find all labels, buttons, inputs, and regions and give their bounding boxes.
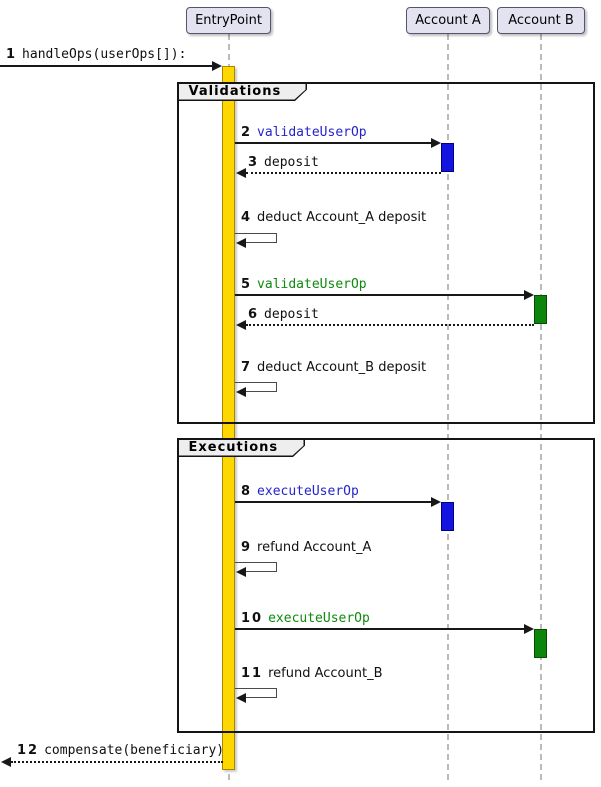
message-1-label: 1 handleOps(userOps[]): [6,47,186,63]
message-9-self-top [235,562,277,563]
message-7-self-bottom [246,391,277,392]
message-2-text: validateUserOp [257,125,367,140]
message-6-number: 6 [248,307,260,322]
message-7-arrowhead-icon [236,387,246,397]
frame-executions-label: Executions [177,438,305,457]
message-9-self-vert [276,562,277,572]
message-4-text: deduct Account_A deposit [257,210,427,225]
message-9-arrowhead-icon [236,567,246,577]
message-10-number: 10 [241,611,264,626]
message-12-number: 12 [17,743,40,758]
message-6-arrowhead-icon [236,320,246,330]
message-4-label: 4 deduct Account_A deposit [241,210,426,226]
message-7-label: 7 deduct Account_B deposit [241,360,426,376]
message-10-text: executeUserOp [268,611,370,626]
lifeline-account-b [540,34,542,780]
message-8-number: 8 [241,484,253,499]
activation-entrypoint [222,66,235,770]
message-2-label: 2 validateUserOp [241,125,367,141]
message-4-self-top [235,233,277,234]
message-2-arrowhead-icon [431,138,441,148]
message-4-arrowhead-icon [236,238,246,248]
message-6-text: deposit [264,307,319,322]
message-12-text: compensate(beneficiary) [44,743,225,758]
message-9-label: 9 refund Account_A [241,540,371,556]
message-5-label: 5 validateUserOp [241,277,367,293]
message-3-number: 3 [248,155,260,170]
message-11-label: 11 refund Account_B [241,666,383,682]
message-12-label: 12 compensate(beneficiary) [17,743,224,759]
message-7-self-top [235,382,277,383]
message-7-number: 7 [241,360,253,375]
message-12-arrow [11,761,223,763]
message-3-arrowhead-icon [236,168,246,178]
message-8-arrow [235,501,431,503]
message-11-self-bottom [246,697,277,698]
message-9-text: refund Account_A [257,540,372,555]
message-4-self-vert [276,233,277,243]
message-11-number: 11 [241,666,264,681]
frame-validations-label: Validations [177,82,307,101]
message-11-self-top [235,688,277,689]
message-11-text: refund Account_B [268,666,383,681]
activation-account-a-execute [441,502,454,531]
message-9-self-bottom [246,571,277,572]
message-11-arrowhead-icon [236,693,246,703]
message-10-arrowhead-icon [524,624,534,634]
message-6-label: 6 deposit [248,307,319,323]
message-10-arrow [235,628,524,630]
message-5-number: 5 [241,277,253,292]
message-3-arrow [246,172,441,174]
message-8-arrowhead-icon [431,497,441,507]
message-6-arrow [246,324,534,326]
frame-validations-title: Validations [179,84,306,100]
message-2-number: 2 [241,125,253,140]
frame-executions [177,438,595,733]
participant-entrypoint: EntryPoint [186,7,271,34]
message-8-label: 8 executeUserOp [241,484,359,500]
participant-account-b-label: Account B [508,13,574,28]
message-1-arrowhead-icon [212,61,222,71]
activation-account-b-execute [534,629,547,658]
message-1-number: 1 [6,47,18,62]
message-12-arrowhead-icon [1,757,11,767]
participant-entrypoint-label: EntryPoint [195,13,262,28]
message-11-self-vert [276,688,277,698]
message-5-arrow [235,294,524,296]
lifeline-account-a [447,34,449,780]
activation-account-a-validate [441,143,454,172]
message-3-text: deposit [264,155,319,170]
message-5-arrowhead-icon [524,290,534,300]
participant-account-b: Account B [497,7,585,34]
message-8-text: executeUserOp [257,484,359,499]
activation-account-b-validate [534,295,547,324]
message-2-arrow [235,142,431,144]
message-7-text: deduct Account_B deposit [257,360,427,375]
frame-validations [177,82,595,424]
participant-account-a-label: Account A [415,13,481,28]
message-1-text: handleOps(userOps[]): [22,47,187,62]
message-4-self-bottom [246,242,277,243]
message-4-number: 4 [241,210,253,225]
message-7-self-vert [276,382,277,392]
message-9-number: 9 [241,540,253,555]
message-1-arrow [0,65,212,67]
frame-executions-title: Executions [179,440,304,456]
participant-account-a: Account A [406,7,490,34]
message-10-label: 10 executeUserOp [241,611,370,627]
message-3-label: 3 deposit [248,155,319,171]
message-5-text: validateUserOp [257,277,367,292]
